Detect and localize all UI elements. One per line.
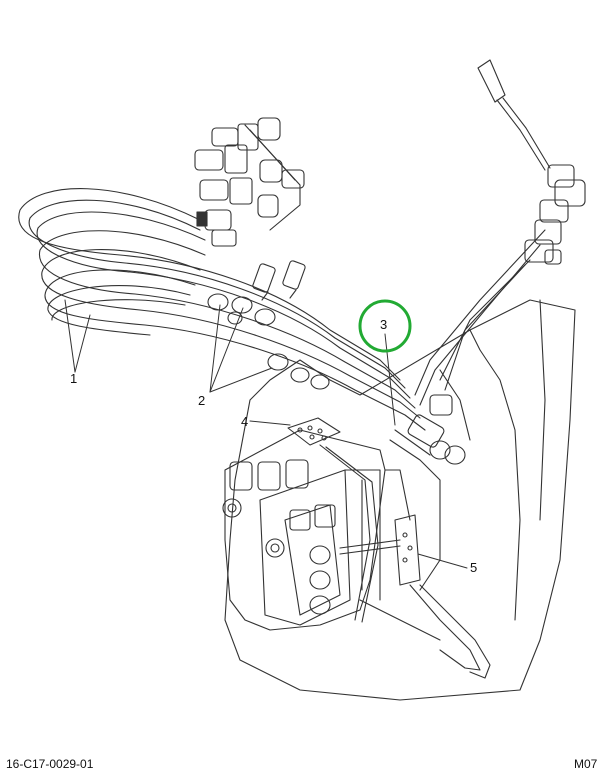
control-levers [414, 59, 586, 406]
cab-floor-outline [224, 299, 576, 701]
middle-fittings [207, 260, 330, 390]
callout-5: 5 [470, 560, 478, 575]
callout-3: 3 [380, 317, 388, 332]
right-fittings [384, 394, 466, 591]
valve-body [222, 429, 441, 641]
callout-2: 2 [198, 393, 206, 408]
pedal-assembly [339, 514, 491, 679]
part-number: 16-C17-0029-01 [6, 757, 94, 771]
sheet-code: M07 [574, 757, 598, 771]
bracket-plate [287, 417, 379, 623]
highlight-circle [358, 299, 412, 353]
callout-1: 1 [70, 371, 78, 386]
callout-4: 4 [241, 414, 249, 429]
upper-valve-cluster [194, 117, 305, 247]
leader-lines [64, 299, 468, 569]
